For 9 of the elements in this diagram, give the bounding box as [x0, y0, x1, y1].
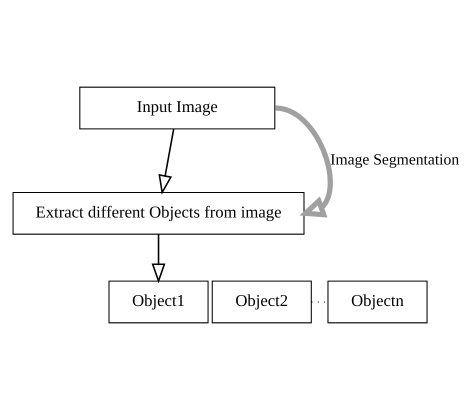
arrow [152, 234, 166, 283]
node-box: Input Image [79, 86, 276, 129]
node-box: Extract different Objects from image [12, 191, 305, 234]
arrow [274, 104, 333, 218]
arrow [158, 128, 174, 194]
node-box: Objectn [327, 280, 428, 323]
node-box: Object2 [212, 280, 312, 323]
node-box: Object1 [108, 280, 209, 323]
edge-label: Image Segmentation [330, 150, 460, 168]
